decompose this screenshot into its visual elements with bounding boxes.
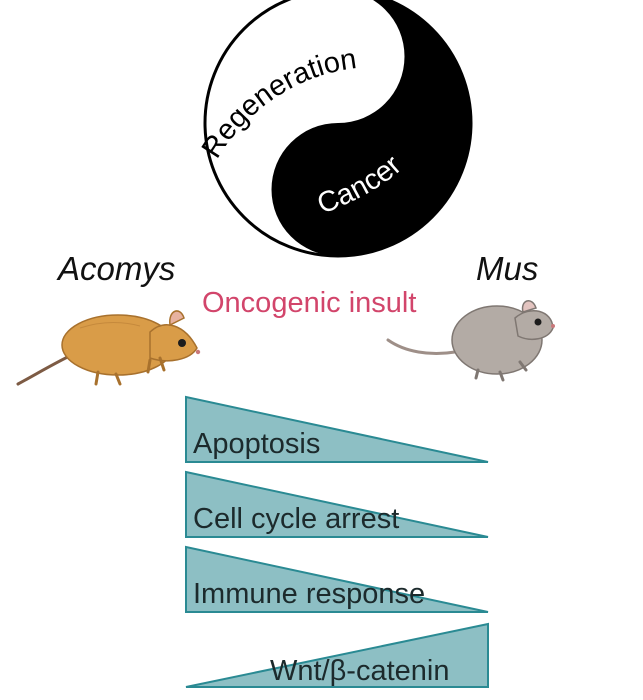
gradient-cell-cycle-arrest: Cell cycle arrest xyxy=(185,470,489,538)
gradient-apoptosis: Apoptosis xyxy=(185,395,489,463)
gradient-wnt-beta-catenin: Wnt/β-catenin xyxy=(185,622,489,688)
cell-cycle-arrest-label: Cell cycle arrest xyxy=(193,503,399,535)
acomys-illustration xyxy=(16,310,201,386)
apoptosis-label: Apoptosis xyxy=(193,428,320,460)
mus-illustration xyxy=(386,300,555,382)
gradient-triangles: Apoptosis Cell cycle arrest Immune respo… xyxy=(185,395,489,688)
gradient-immune-response: Immune response xyxy=(185,545,489,613)
acomys-label: Acomys xyxy=(56,250,175,287)
immune-response-label: Immune response xyxy=(193,578,425,610)
wnt-beta-catenin-label: Wnt/β-catenin xyxy=(270,655,449,687)
mus-label: Mus xyxy=(476,250,538,287)
yin-yang-symbol: Regeneration Cancer xyxy=(196,0,473,258)
oncogenic-insult-label: Oncogenic insult xyxy=(202,287,416,319)
yin-yang-dark-half xyxy=(271,0,471,256)
